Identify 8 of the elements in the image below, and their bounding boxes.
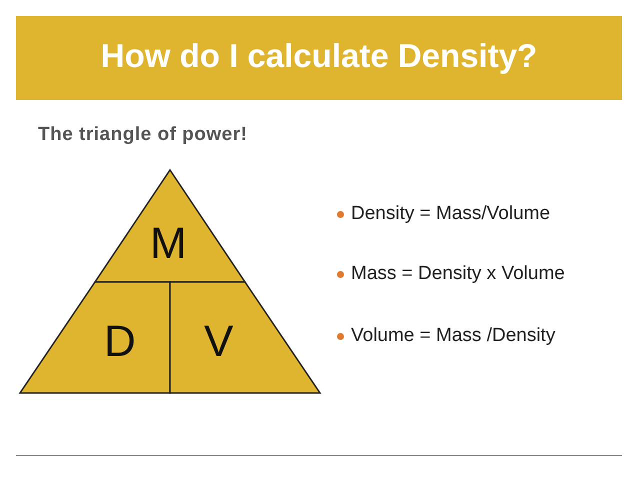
symbol-letter: D xyxy=(104,320,136,364)
symbol-letter: M xyxy=(150,222,187,266)
subtitle: The triangle of power! xyxy=(38,124,248,146)
bullet-text: Volume = Mass /Density xyxy=(351,324,556,348)
slide-title: How do I calculate Density? xyxy=(100,36,538,76)
bullet-text: Mass = Density x Volume xyxy=(351,262,565,286)
symbol-letter: V xyxy=(204,320,234,364)
bullet-text: Density = Mass/Volume xyxy=(351,202,550,226)
